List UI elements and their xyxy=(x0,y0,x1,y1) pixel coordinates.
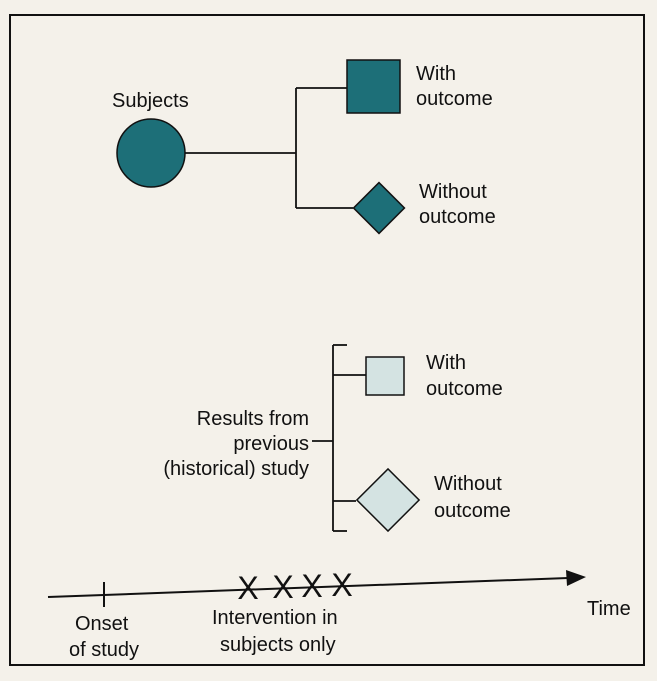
historical-label-line2: previous xyxy=(233,433,309,455)
time-axis-arrowhead xyxy=(566,570,586,586)
intervention-mark-3: X xyxy=(301,568,322,604)
with-outcome-square-2 xyxy=(365,356,405,396)
without-outcome-label-1a: Without xyxy=(419,181,487,203)
time-label: Time xyxy=(587,598,631,620)
without-outcome-label-1b: outcome xyxy=(419,206,496,228)
with-outcome-square-1 xyxy=(346,59,401,114)
onset-label-line1: Onset xyxy=(75,613,129,635)
historical-label-line3: (historical) study xyxy=(163,458,309,480)
diagram-frame xyxy=(9,14,645,666)
intervention-label-line1: Intervention in xyxy=(212,607,338,629)
intervention-mark-4: X xyxy=(331,567,352,603)
with-outcome-label-1a: With xyxy=(416,63,456,85)
without-outcome-diamond-2 xyxy=(355,467,421,533)
subjects-label: Subjects xyxy=(112,90,189,112)
intervention-mark-1: X xyxy=(237,570,258,606)
onset-label-line2: of study xyxy=(69,639,139,661)
without-outcome-diamond-1 xyxy=(352,181,406,235)
intervention-label-line2: subjects only xyxy=(220,634,336,656)
subjects-circle xyxy=(116,118,186,188)
without-outcome-label-2b: outcome xyxy=(434,500,511,522)
time-axis-line xyxy=(47,577,569,598)
without-outcome-label-2a: Without xyxy=(434,473,502,495)
with-outcome-label-2b: outcome xyxy=(426,378,503,400)
with-outcome-label-2a: With xyxy=(426,352,466,374)
intervention-mark-2: X xyxy=(272,569,293,605)
historical-label-line1: Results from xyxy=(197,408,309,430)
with-outcome-label-1b: outcome xyxy=(416,88,493,110)
intervention-marks: X X X X xyxy=(237,567,352,606)
